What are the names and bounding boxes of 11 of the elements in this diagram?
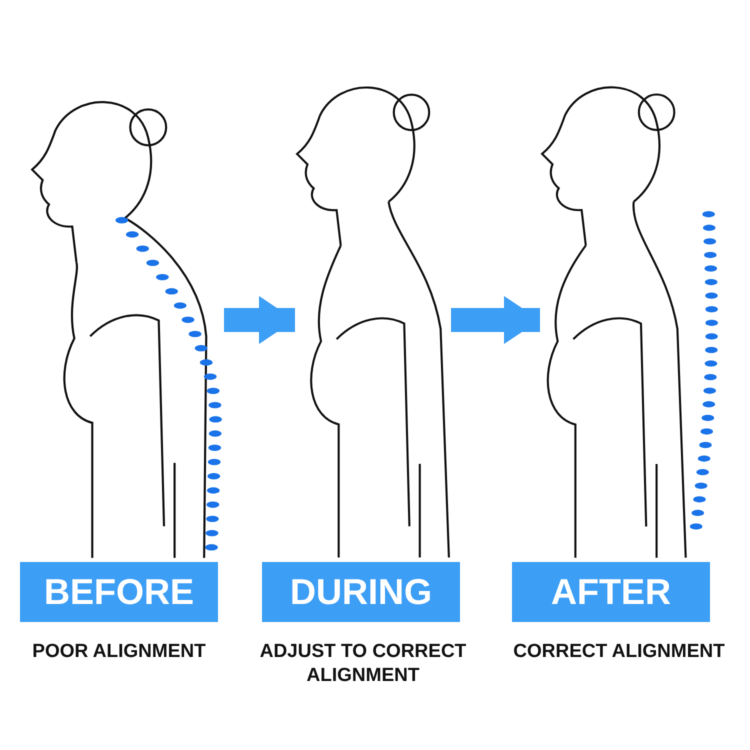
stage-caption: CORRECT ALIGNMENT bbox=[512, 640, 726, 664]
stage-label: BEFORE bbox=[20, 562, 218, 622]
arrow bbox=[224, 296, 295, 344]
stage-caption: ADJUST TO CORRECT ALIGNMENT bbox=[258, 640, 468, 688]
stage-caption: POOR ALIGNMENT bbox=[31, 640, 207, 664]
woman-profile-drawing bbox=[295, 85, 451, 560]
woman-profile-drawing bbox=[30, 100, 224, 560]
stage-label: DURING bbox=[262, 562, 460, 622]
stage-label: AFTER bbox=[512, 562, 710, 622]
woman-profile-drawing bbox=[540, 85, 720, 560]
arrow bbox=[451, 296, 540, 344]
